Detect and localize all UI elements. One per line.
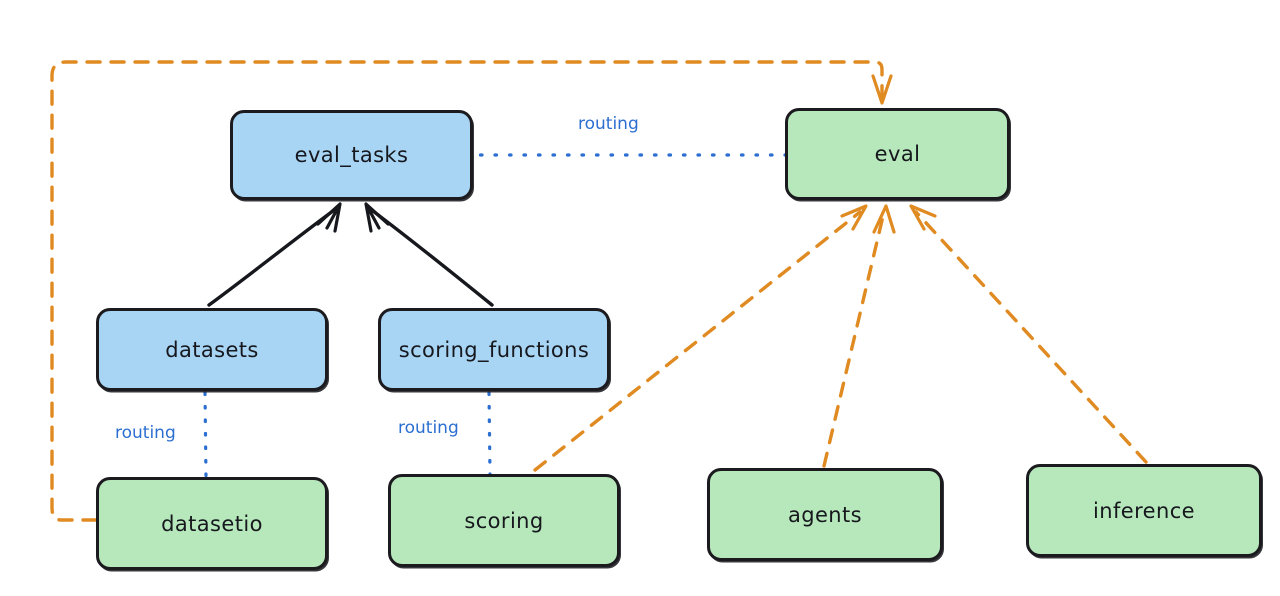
node-label-inference: inference xyxy=(1093,498,1195,523)
edge-scoring_functions-scoring xyxy=(487,391,492,476)
edge-label-routing-middle: routing xyxy=(398,418,459,438)
node-label-scoring: scoring xyxy=(464,508,544,533)
edge-inference-eval xyxy=(909,204,1148,464)
node-label-scoring-functions: scoring_functions xyxy=(398,337,590,362)
node-label-eval-tasks: eval_tasks xyxy=(294,143,409,167)
node-label-datasets: datasets xyxy=(165,337,259,362)
node-datasets[interactable]: datasets xyxy=(96,308,328,391)
node-agents[interactable]: agents xyxy=(707,468,943,561)
edge-scoring_functions-eval_tasks xyxy=(364,202,494,307)
node-label-eval: eval xyxy=(874,142,921,166)
edge-scoring-eval xyxy=(533,204,868,472)
node-inference[interactable]: inference xyxy=(1026,464,1262,557)
node-label-agents: agents xyxy=(787,502,862,527)
edge-agents-eval xyxy=(822,204,896,468)
node-eval-tasks[interactable]: eval_tasks xyxy=(230,110,473,200)
edge-datasets-eval_tasks xyxy=(207,202,342,307)
node-eval[interactable]: eval xyxy=(785,108,1010,200)
node-scoring-functions[interactable]: scoring_functions xyxy=(378,308,610,391)
edge-label-routing-left: routing xyxy=(115,423,176,443)
node-datasetio[interactable]: datasetio xyxy=(96,477,328,570)
node-scoring[interactable]: scoring xyxy=(388,474,620,567)
node-label-datasetio: datasetio xyxy=(161,511,263,536)
edge-datasets-datasetio xyxy=(203,391,208,479)
edge-datasetio-eval xyxy=(50,60,893,522)
edge-label-routing-top: routing xyxy=(578,114,639,134)
